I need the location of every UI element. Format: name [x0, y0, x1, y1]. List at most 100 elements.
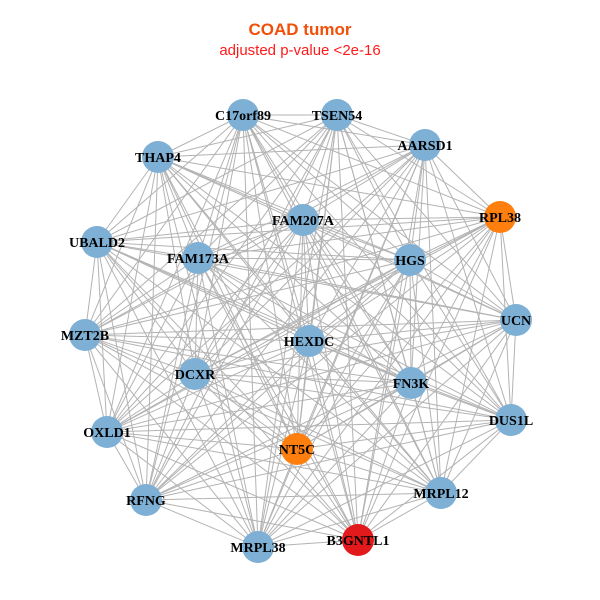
node-circle[interactable]: [81, 226, 113, 258]
node-label: FN3K: [393, 377, 430, 392]
edge: [194, 373, 412, 384]
node-dus1l[interactable]: DUS1L: [489, 404, 533, 436]
edge: [96, 219, 304, 243]
node-circle[interactable]: [182, 242, 214, 274]
edge: [106, 340, 310, 433]
edge: [96, 241, 310, 342]
edge: [336, 114, 359, 541]
node-c17orf89[interactable]: C17orf89: [215, 99, 271, 131]
edge: [302, 219, 411, 261]
node-circle[interactable]: [321, 99, 353, 131]
node-circle[interactable]: [425, 477, 457, 509]
node-circle[interactable]: [409, 129, 441, 161]
node-circle[interactable]: [179, 358, 211, 390]
edge: [197, 257, 310, 342]
edge: [308, 216, 501, 342]
edge: [257, 419, 512, 548]
node-ubald2[interactable]: UBALD2: [69, 226, 125, 258]
node-fam173a[interactable]: FAM173A: [167, 242, 230, 274]
node-oxld1[interactable]: OXLD1: [83, 416, 131, 448]
node-rpl38[interactable]: RPL38: [479, 201, 521, 233]
edge: [84, 334, 298, 450]
chart-title: COAD tumor: [248, 20, 352, 39]
edge: [424, 144, 512, 421]
edge: [145, 448, 298, 501]
node-mrpl38[interactable]: MRPL38: [230, 531, 286, 563]
edge: [106, 259, 411, 433]
node-circle[interactable]: [69, 319, 101, 351]
edge: [424, 144, 501, 218]
node-label: UCN: [501, 314, 531, 329]
edge: [106, 431, 359, 541]
node-circle[interactable]: [142, 141, 174, 173]
edge: [409, 259, 512, 421]
node-fn3k[interactable]: FN3K: [393, 367, 430, 399]
node-tsen54[interactable]: TSEN54: [312, 99, 363, 131]
edge: [96, 114, 244, 243]
edge: [197, 144, 426, 259]
node-dcxr[interactable]: DCXR: [175, 358, 216, 390]
node-mzt2b[interactable]: MZT2B: [61, 319, 109, 351]
edge: [106, 216, 501, 433]
edge: [157, 156, 517, 321]
edge: [257, 144, 426, 548]
edge: [106, 156, 159, 433]
edge: [194, 259, 411, 375]
edge: [242, 114, 412, 384]
edge: [157, 114, 338, 158]
edge: [106, 431, 442, 494]
edge: [84, 259, 411, 336]
edge: [357, 144, 426, 541]
node-circle[interactable]: [281, 433, 313, 465]
edge: [145, 319, 517, 501]
node-label: RPL38: [479, 211, 521, 226]
edge: [96, 144, 426, 243]
edge: [145, 382, 412, 501]
edge: [157, 156, 310, 342]
node-thap4[interactable]: THAP4: [135, 141, 181, 173]
node-circle[interactable]: [495, 404, 527, 436]
edge: [157, 156, 259, 548]
edge: [197, 257, 442, 494]
node-mrpl12[interactable]: MRPL12: [413, 477, 469, 509]
edge: [157, 156, 442, 494]
node-circle[interactable]: [293, 325, 325, 357]
edge: [242, 114, 501, 218]
node-circle[interactable]: [395, 367, 427, 399]
node-circle[interactable]: [91, 416, 123, 448]
edge: [257, 492, 442, 548]
node-circle[interactable]: [342, 524, 374, 556]
node-circle[interactable]: [484, 201, 516, 233]
node-circle[interactable]: [130, 484, 162, 516]
edge: [157, 144, 426, 158]
node-nt5c[interactable]: NT5C: [279, 433, 316, 465]
node-fam207a[interactable]: FAM207A: [272, 204, 335, 236]
edge: [308, 319, 517, 342]
edge: [302, 216, 501, 221]
node-circle[interactable]: [242, 531, 274, 563]
node-aarsd1[interactable]: AARSD1: [397, 129, 453, 161]
node-circle[interactable]: [394, 244, 426, 276]
node-circle[interactable]: [227, 99, 259, 131]
edge: [145, 219, 304, 501]
edge: [197, 257, 411, 261]
node-ucn[interactable]: UCN: [500, 304, 532, 336]
edge: [194, 373, 259, 548]
node-hexdc[interactable]: HEXDC: [284, 325, 335, 357]
edge: [308, 340, 442, 494]
edge: [157, 156, 501, 218]
edge: [410, 382, 512, 421]
edge: [145, 340, 310, 501]
node-hgs[interactable]: HGS: [394, 244, 426, 276]
node-label: B3GNTL1: [326, 534, 389, 549]
node-rfng[interactable]: RFNG: [126, 484, 166, 516]
node-circle[interactable]: [287, 204, 319, 236]
edge: [510, 319, 517, 421]
edge: [302, 219, 512, 421]
node-b3gntl1[interactable]: B3GNTL1: [326, 524, 390, 556]
node-label: FAM173A: [167, 252, 230, 267]
node-circle[interactable]: [500, 304, 532, 336]
edge: [96, 241, 517, 321]
edge: [96, 241, 259, 548]
